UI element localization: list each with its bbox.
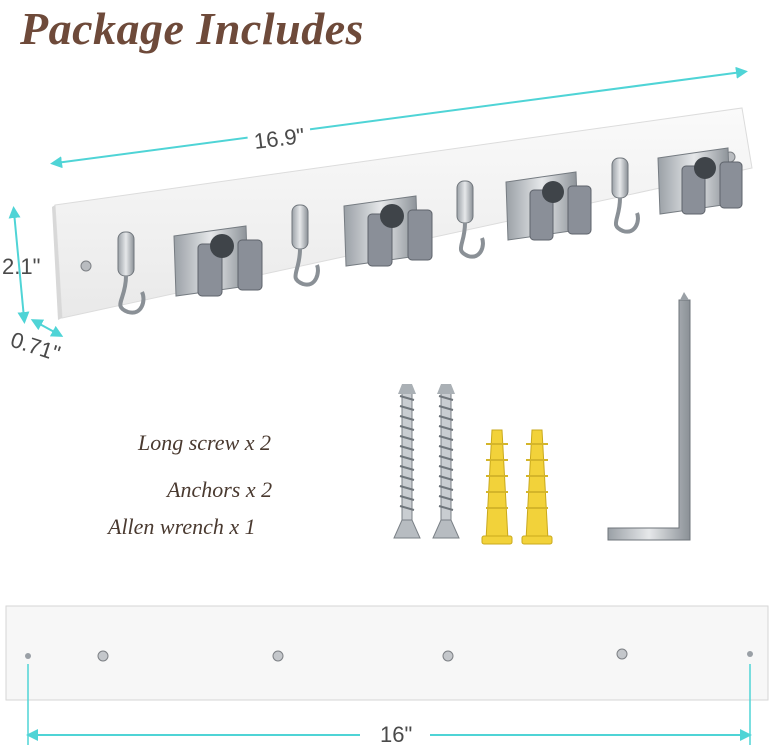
screw-icon <box>97 650 109 662</box>
screw-icon <box>616 648 628 660</box>
screw-icon <box>80 260 92 272</box>
page-title: Package Includes <box>20 3 365 54</box>
mop-grip-icon <box>505 171 592 241</box>
anchor-icon <box>521 429 553 545</box>
mop-grip-icon <box>173 225 263 297</box>
part-long-screw: Long screw x 2 <box>138 430 272 455</box>
part-anchors: Anchors x 2 <box>167 477 273 502</box>
screw-icon <box>272 650 284 662</box>
long-screw-icon <box>393 384 421 539</box>
hook-icon <box>117 231 146 315</box>
mop-grip-icon <box>657 147 743 215</box>
dimension-line-top <box>50 66 748 169</box>
part-allen-wrench: Allen wrench x 1 <box>108 514 256 539</box>
rack-board-back <box>5 605 769 701</box>
dimension-line-height <box>8 206 30 324</box>
mop-grip-icon <box>343 195 433 267</box>
screw-icon <box>442 650 454 662</box>
dimension-height: 2.1" <box>2 254 41 279</box>
long-screw-icon <box>432 384 460 539</box>
allen-wrench-icon <box>607 292 691 541</box>
hook-icon <box>611 157 640 234</box>
hook-icon <box>291 204 320 287</box>
dimension-line-depth <box>30 319 64 337</box>
hook-icon <box>456 180 485 259</box>
dimension-length-bottom: 16" <box>380 722 413 747</box>
anchor-icon <box>481 429 513 545</box>
